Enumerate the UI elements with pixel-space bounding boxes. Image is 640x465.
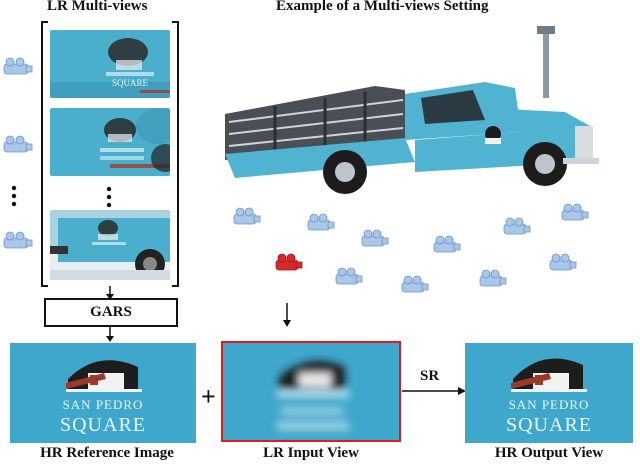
input-caption: LR Input View	[263, 445, 359, 461]
right-bracket	[172, 21, 179, 287]
lr-view-3	[50, 210, 170, 280]
gars-label: GARS	[90, 304, 132, 320]
gars-box: GARS	[44, 298, 178, 327]
left-bracket	[41, 21, 48, 287]
left-cameras	[3, 57, 33, 249]
lr-multiviews-title: LR Multi-views	[47, 0, 148, 14]
ellipsis-dots-left	[11, 185, 17, 207]
hr-reference-image: SAN PEDRO SQUARE	[10, 343, 196, 443]
camera-icon	[549, 253, 577, 271]
truck-point-cloud	[215, 22, 610, 202]
camera-icon	[3, 135, 33, 153]
reference-sign-line1: SAN PEDRO	[63, 397, 144, 412]
camera-icon	[307, 213, 335, 231]
ellipsis-dots	[104, 186, 114, 208]
camera-icon	[233, 207, 261, 225]
reference-sign-line2: SQUARE	[60, 414, 146, 436]
camera-icon	[3, 57, 33, 75]
sr-label: SR	[420, 368, 440, 384]
lr-view-1: SQUARE	[50, 30, 170, 98]
hr-output-view: SAN PEDRO SQUARE	[465, 343, 633, 443]
camera-icon	[561, 203, 589, 221]
reference-caption: HR Reference Image	[40, 445, 174, 461]
lr-view-2	[50, 108, 170, 176]
camera-icon	[3, 231, 33, 249]
camera-icon	[401, 275, 429, 293]
camera-icon	[503, 217, 531, 235]
camera-ring	[233, 203, 589, 293]
multiview-setting-title: Example of a Multi-views Setting	[276, 0, 489, 14]
output-sign-line2: SQUARE	[506, 414, 592, 436]
selected-camera-icon	[275, 253, 303, 271]
camera-icon	[479, 269, 507, 287]
camera-icon	[335, 267, 363, 285]
lr-input-view	[221, 341, 401, 442]
plus-sign: +	[201, 382, 216, 411]
sign-text-1: SQUARE	[112, 78, 149, 88]
output-sign-line1: SAN PEDRO	[509, 397, 590, 412]
output-caption: HR Output View	[494, 445, 604, 461]
camera-icon	[433, 235, 461, 253]
camera-icon	[361, 229, 389, 247]
